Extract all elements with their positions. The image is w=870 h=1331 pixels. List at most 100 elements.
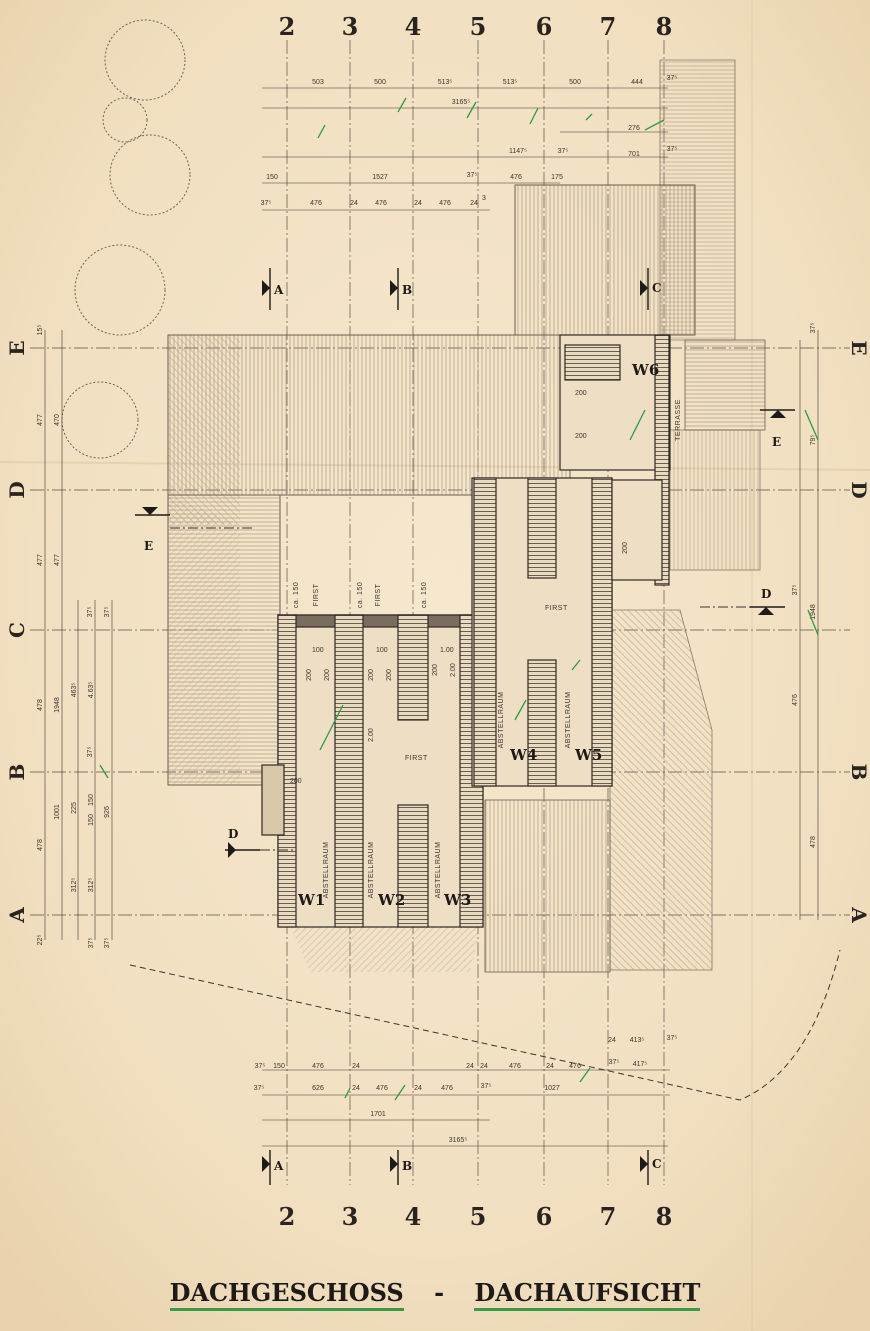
svg-text:225: 225	[71, 802, 78, 814]
row-axis-labels-left: E D C B A	[5, 340, 29, 923]
svg-text:W2: W2	[377, 891, 405, 909]
svg-text:ABSTELLRAUM: ABSTELLRAUM	[435, 842, 442, 899]
svg-text:37⁵: 37⁵	[104, 607, 111, 618]
svg-text:6: 6	[536, 12, 553, 41]
green-check-marks	[99, 97, 819, 1101]
svg-text:476: 476	[510, 174, 522, 181]
svg-text:478: 478	[810, 836, 817, 848]
svg-text:200: 200	[575, 390, 587, 397]
svg-text:C: C	[652, 1157, 662, 1171]
roof-east-strip	[659, 59, 736, 341]
svg-text:2.00: 2.00	[450, 663, 457, 677]
svg-text:5: 5	[470, 12, 487, 41]
svg-text:200: 200	[290, 778, 302, 785]
section-marker-b-bottom: B	[390, 1150, 412, 1185]
svg-text:FIRST: FIRST	[313, 583, 320, 606]
svg-text:1027: 1027	[544, 1085, 560, 1092]
svg-text:15⁵: 15⁵	[37, 325, 44, 336]
svg-text:3: 3	[342, 12, 359, 41]
svg-text:200: 200	[386, 669, 393, 681]
roof-plan	[167, 59, 766, 973]
roof-hip-west-lower	[168, 495, 240, 785]
svg-text:C: C	[5, 622, 29, 638]
svg-text:37⁵: 37⁵	[467, 172, 478, 179]
svg-text:478: 478	[37, 699, 44, 711]
svg-text:A: A	[5, 907, 29, 924]
roof-east-mid	[669, 429, 761, 571]
svg-text:3: 3	[342, 1202, 359, 1231]
svg-text:ca. 150: ca. 150	[293, 582, 300, 608]
svg-text:37⁵: 37⁵	[792, 585, 799, 596]
svg-text:D: D	[847, 481, 870, 498]
svg-text:1701: 1701	[370, 1111, 386, 1118]
room-dimensions: 200 100 200 200 200 2.00 100 200 2.00 1.…	[290, 390, 629, 785]
svg-text:D: D	[761, 587, 771, 601]
svg-text:37⁵: 37⁵	[558, 148, 569, 155]
svg-text:476: 476	[310, 200, 322, 207]
svg-text:W1: W1	[297, 891, 325, 909]
roof-terrace-east	[684, 339, 766, 431]
svg-text:E: E	[772, 435, 781, 449]
svg-text:W3: W3	[443, 891, 471, 909]
column-axis-labels-top: 2 3 4 5 6 7 8	[279, 12, 673, 41]
svg-text:476: 476	[792, 694, 799, 706]
svg-text:3165⁵: 3165⁵	[449, 1137, 468, 1144]
svg-text:B: B	[402, 283, 412, 297]
svg-text:1147⁵: 1147⁵	[509, 148, 527, 155]
property-line	[129, 949, 841, 1101]
svg-text:276: 276	[628, 125, 640, 132]
svg-text:500: 500	[374, 79, 386, 86]
svg-text:37⁵: 37⁵	[88, 938, 95, 949]
svg-text:476: 476	[509, 1063, 521, 1070]
section-marker-c-bottom: C	[640, 1150, 662, 1185]
row-axis-labels-right: E D B A	[847, 340, 870, 923]
svg-text:24: 24	[608, 1037, 616, 1044]
svg-text:500: 500	[569, 79, 581, 86]
svg-text:200: 200	[432, 664, 439, 676]
svg-text:503: 503	[312, 79, 324, 86]
svg-text:37⁵: 37⁵	[255, 1063, 266, 1070]
svg-text:FIRST: FIRST	[545, 605, 568, 612]
svg-text:ABSTELLRAUM: ABSTELLRAUM	[368, 842, 375, 899]
svg-text:1001: 1001	[54, 804, 61, 820]
svg-text:150: 150	[88, 794, 95, 806]
svg-text:37⁵: 37⁵	[254, 1085, 265, 1092]
top-dimension-texts: 503 500 513⁵ 513⁵ 500 444 37⁵ 3165⁵ 276 …	[261, 75, 678, 207]
svg-text:A: A	[273, 1159, 284, 1173]
bottom-dimension-texts: 37⁵ 150 476 24 24 24 476 24 476 24 413⁵ …	[254, 1035, 678, 1144]
svg-text:7: 7	[600, 1202, 617, 1231]
svg-text:ABSTELLRAUM: ABSTELLRAUM	[565, 692, 572, 749]
section-marker-e-left: E	[135, 507, 255, 553]
left-dimension-texts: 15⁵ 477 470 477 477 37⁵ 37⁵ 478 1948 463…	[37, 325, 111, 949]
svg-text:413⁵: 413⁵	[630, 1037, 645, 1044]
svg-text:1948: 1948	[810, 604, 817, 620]
section-marker-c-top: C	[640, 268, 662, 310]
svg-text:200: 200	[368, 669, 375, 681]
svg-text:24: 24	[352, 1063, 360, 1070]
svg-text:E: E	[144, 539, 153, 553]
svg-text:200: 200	[575, 433, 587, 440]
svg-text:4: 4	[405, 12, 422, 41]
svg-text:4: 4	[405, 1202, 422, 1231]
svg-text:W4: W4	[509, 746, 537, 764]
svg-text:3165⁵: 3165⁵	[452, 99, 471, 106]
svg-text:477: 477	[37, 414, 44, 426]
svg-text:476: 476	[439, 200, 451, 207]
svg-text:37⁵: 37⁵	[667, 146, 678, 153]
svg-text:417⁵: 417⁵	[633, 1061, 648, 1068]
svg-text:37⁵: 37⁵	[87, 607, 94, 618]
section-marker-d-left: D	[225, 827, 295, 858]
svg-text:477: 477	[37, 554, 44, 566]
svg-text:24: 24	[546, 1063, 554, 1070]
svg-text:37⁵: 37⁵	[481, 1083, 492, 1090]
svg-text:ABSTELLRAUM: ABSTELLRAUM	[498, 692, 505, 749]
svg-text:B: B	[847, 764, 870, 781]
title-separator: -	[434, 1278, 445, 1307]
drawing-title: DACHGESCHOSS - DACHAUFSICHT	[0, 1278, 870, 1311]
section-marker-a-top: A	[262, 268, 284, 310]
section-marker-d-right: D	[700, 587, 785, 615]
room-labels: ABSTELLRAUM ABSTELLRAUM ABSTELLRAUM ABST…	[293, 399, 682, 898]
svg-text:37⁵: 37⁵	[810, 323, 817, 334]
column-axis-labels-bottom: 2 3 4 5 6 7 8	[279, 1202, 673, 1231]
svg-text:1527: 1527	[372, 174, 388, 181]
